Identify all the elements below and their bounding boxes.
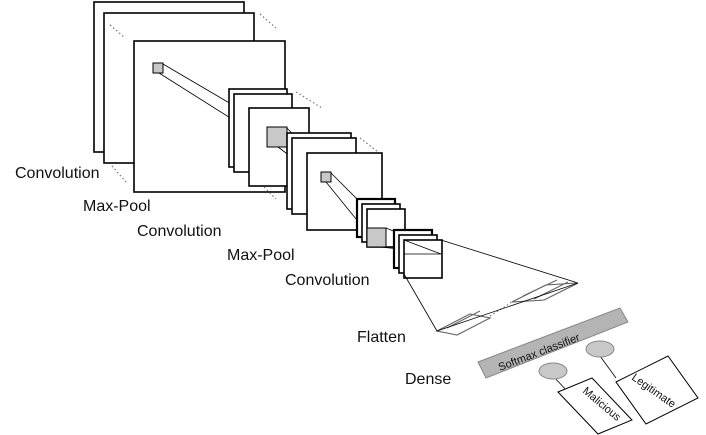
conv2-feature-maps (263, 132, 383, 231)
pool2-feature-maps (355, 197, 406, 248)
label-dense: Dense (405, 371, 451, 388)
label-max-pool-2: Max-Pool (227, 247, 295, 264)
label-convolution-3: Convolution (285, 272, 370, 289)
label-convolution-2: Convolution (137, 223, 222, 240)
dense-layer (538, 340, 617, 393)
conv3-feature-maps (392, 228, 443, 279)
dense-node-malicious (538, 362, 568, 380)
label-convolution-1: Convolution (15, 165, 100, 182)
softmax-band (477, 307, 629, 379)
pool2-window (366, 227, 387, 248)
conv1-kernel (152, 62, 164, 74)
output-legitimate: Legitimate (615, 355, 699, 425)
conv2-kernel (320, 171, 332, 183)
flatten-vector (403, 239, 579, 336)
pool1-window (266, 126, 288, 148)
label-flatten: Flatten (357, 329, 406, 346)
label-max-pool-1: Max-Pool (83, 198, 151, 215)
dense-node-legitimate (585, 340, 615, 358)
